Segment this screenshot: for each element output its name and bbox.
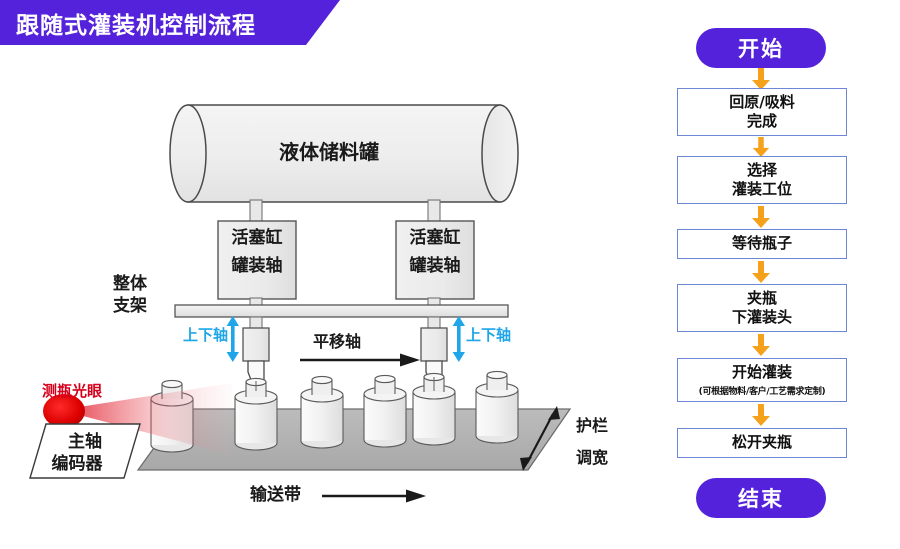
flow-step-5[interactable]: 开始灌装 (可根据物料/客户/工艺需求定制) (677, 358, 847, 402)
piston-right-label-line1: 活塞缸 (409, 228, 461, 248)
flow-step-4-line1: 夹瓶 (746, 288, 777, 307)
conveyor-label: 输送带 (250, 485, 301, 505)
flow-step-2-line1: 选择 (746, 160, 777, 179)
flow-step-1-line2: 完成 (746, 112, 777, 130)
page-title: 跟随式灌装机控制流程 (16, 12, 256, 39)
conveyor-direction-arrow (322, 489, 426, 503)
flow-end-node[interactable]: 结束 (696, 478, 826, 518)
flow-step-4-line2: 下灌装头 (731, 308, 792, 326)
flow-start-node[interactable]: 开始 (696, 28, 826, 68)
tank-label: 液体储料罐 (279, 140, 379, 164)
main-support-beam (174, 304, 509, 318)
encoder-label-line1: 主轴 (68, 432, 102, 452)
flow-end-label: 结束 (738, 487, 784, 511)
photo-eye-beam (43, 383, 232, 455)
flow-step-1[interactable]: 回原/吸料 完成 (677, 88, 847, 136)
bottle (363, 374, 407, 448)
flow-arrow-down-icon (752, 334, 770, 356)
flow-step-3-line1: 等待瓶子 (731, 234, 792, 253)
piston-cylinder-right (395, 220, 475, 300)
flow-step-1-line1: 回原/吸料 (729, 92, 795, 111)
frame-label-line1: 整体 (113, 274, 147, 294)
liquid-storage-tank (169, 104, 519, 203)
flow-step-5-note: (可根据物料/客户/工艺需求定制) (698, 386, 826, 397)
encoder-label-line2: 编码器 (51, 454, 103, 474)
flow-arrow-down-icon (752, 206, 770, 228)
flow-arrow-down-icon (752, 261, 770, 283)
frame-label-line2: 支架 (113, 296, 147, 316)
traverse-axis-label: 平移轴 (313, 332, 362, 351)
flow-step-6-line1: 松开夹瓶 (731, 433, 792, 452)
vertical-axis-arrow-left (226, 316, 239, 362)
feed-pipe-right (427, 199, 441, 223)
flow-step-2[interactable]: 选择 灌装工位 (677, 156, 847, 204)
vertical-axis-label-left: 上下轴 (183, 326, 229, 344)
flow-step-6[interactable]: 松开夹瓶 (677, 428, 847, 458)
flow-step-3[interactable]: 等待瓶子 (677, 229, 847, 259)
feed-pipe-left (249, 199, 263, 223)
vertical-axis-arrow-right (452, 316, 465, 362)
spindle-encoder-shape (29, 423, 141, 479)
page-title-banner: 跟随式灌装机控制流程 (0, 0, 340, 45)
flow-step-2-line2: 灌装工位 (731, 180, 792, 198)
flow-arrow-down-icon (752, 137, 770, 157)
piston-left-label-line2: 罐装轴 (231, 256, 283, 276)
piston-cylinder-left (217, 220, 297, 300)
flow-step-4[interactable]: 夹瓶 下灌装头 (677, 284, 847, 332)
bottle (300, 375, 344, 449)
flow-start-label: 开始 (738, 37, 784, 61)
flow-step-5-line1: 开始灌装 (731, 363, 792, 382)
guardrail-label-line2: 调宽 (576, 448, 609, 467)
photo-eye-label: 测瓶光眼 (42, 382, 103, 400)
filling-machine-illustration (29, 104, 572, 503)
flow-arrow-down-icon (752, 68, 770, 90)
guardrail-label-line1: 护栏 (576, 416, 609, 435)
guardrail-width-arrow (520, 406, 560, 471)
control-flowchart: 开始 回原/吸料 完成 选择 灌装工位 等待瓶子 (660, 0, 860, 549)
vertical-axis-label-right: 上下轴 (466, 326, 512, 344)
piston-left-label-line1: 活塞缸 (231, 228, 283, 248)
flow-arrow-down-icon (752, 404, 770, 426)
piston-right-label-line2: 罐装轴 (409, 256, 461, 276)
bottle (475, 370, 519, 444)
traverse-axis-arrow (300, 353, 420, 367)
